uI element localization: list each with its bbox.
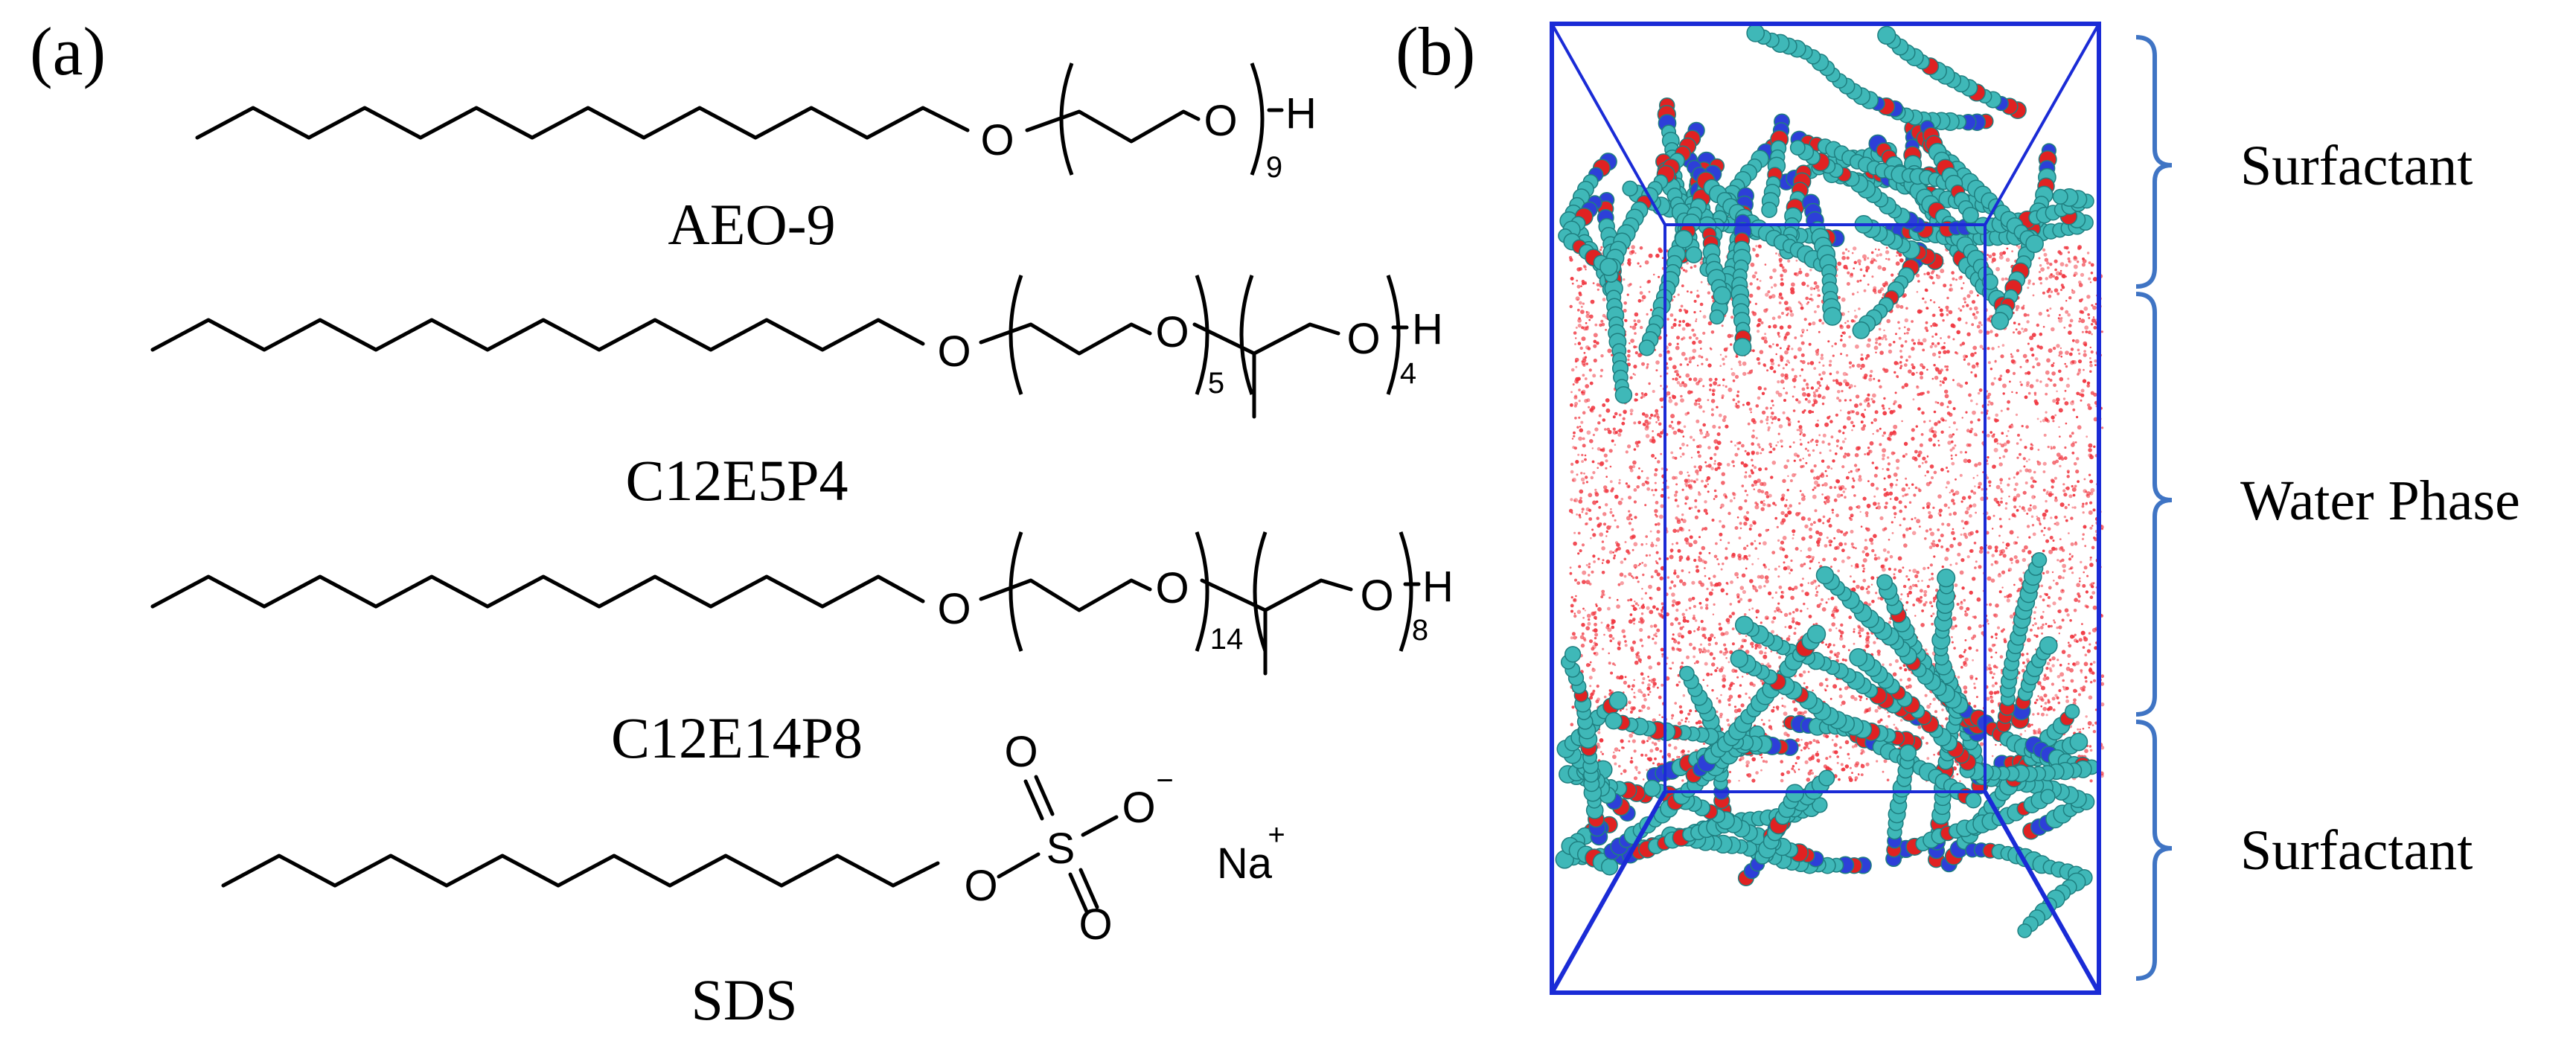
label-surfactant-bottom: Surfactant: [2240, 819, 2473, 882]
aeo9-ethoxy-unit: [1025, 109, 1201, 144]
c12e5p4-oxygen-3: O: [1346, 315, 1380, 363]
c12e14p8-paren-2-open: [1253, 531, 1268, 652]
sds-o-s-bond: [997, 852, 1041, 879]
c12e14p8-po-count: 8: [1412, 614, 1428, 647]
c12e5p4-paren-2-close: [1386, 275, 1401, 395]
aeo9-alkyl-chain: [195, 106, 970, 140]
c12e14p8-paren-1-close: [1195, 531, 1209, 652]
molecule-sds: O S O O − O Na + SDS: [221, 728, 1285, 1032]
box-edge-bottom-right: [1983, 790, 2101, 994]
aeo9-oxygen-1: O: [980, 116, 1014, 164]
sds-plus-charge: +: [1268, 819, 1285, 851]
box-edge-top-right: [1984, 23, 2100, 225]
label-water-phase: Water Phase: [2240, 470, 2520, 532]
surfactant-layer-top: [1558, 24, 2094, 404]
water-phase-particles: [1568, 243, 2105, 784]
c12e14p8-propoxy-unit: [1200, 578, 1353, 612]
sds-s-o-double-1b: [1034, 775, 1055, 816]
sds-s-o-double-1a: [1023, 779, 1044, 821]
panel-b: (b) Surfactant Water Phase Surfactant: [1396, 13, 2520, 995]
c12e5p4-paren-1-open: [1009, 275, 1023, 395]
brace-surfactant-top: [2135, 35, 2173, 289]
sds-caption: SDS: [691, 967, 797, 1032]
c12e5p4-oxygen-2: O: [1155, 308, 1189, 356]
c12e5p4-propoxy-unit: [1192, 322, 1340, 356]
sds-s-o-double-2b: [1078, 868, 1099, 909]
brace-water-phase: [2135, 292, 2173, 717]
c12e5p4-paren-1-close: [1195, 275, 1209, 395]
sds-oxygen-anion: O: [1122, 784, 1155, 832]
c12e14p8-alkyl-chain: [150, 574, 925, 609]
brace-surfactant-bottom: [2135, 720, 2173, 981]
c12e14p8-hydrogen: H: [1422, 563, 1454, 611]
sds-minus-charge: −: [1156, 764, 1173, 797]
molecule-c12e14p8: O O 14 O H 8 C12E14P8: [150, 531, 1454, 770]
sds-oxygen-top: O: [1004, 728, 1038, 776]
c12e5p4-hydrogen: H: [1412, 305, 1443, 353]
region-annotations: Surfactant Water Phase Surfactant: [2135, 35, 2520, 981]
aeo9-oxygen-2: O: [1204, 97, 1237, 145]
sds-s-o-double-2a: [1068, 872, 1089, 914]
surfactant-layer-bottom: [1555, 552, 2100, 938]
c12e14p8-ethoxy-unit: [979, 578, 1152, 612]
c12e14p8-oxygen-1: O: [937, 585, 971, 633]
c12e14p8-oxygen-3: O: [1360, 571, 1393, 620]
c12e5p4-paren-2-open: [1239, 275, 1254, 395]
box-edge-bottom-left: [1550, 790, 1667, 994]
c12e5p4-po-count: 4: [1400, 357, 1416, 390]
box-front-face: [1550, 22, 2101, 995]
c12e5p4-ethoxy-unit: [979, 322, 1152, 356]
aeo9-caption: AEO-9: [668, 192, 835, 257]
panel-b-label: (b): [1396, 13, 1475, 89]
aeo9-repeat-count: 9: [1266, 151, 1282, 184]
c12e14p8-paren-2-close: [1399, 531, 1413, 652]
box-edge-top-left: [1550, 23, 1666, 225]
c12e5p4-oxygen-1: O: [937, 327, 971, 376]
sds-oxygen-bottom: O: [1078, 900, 1112, 949]
aeo9-paren-close: [1250, 63, 1265, 176]
sds-sodium: Na: [1217, 839, 1273, 888]
box-back-face: [1663, 223, 1987, 793]
aeo9-hydrogen: H: [1285, 89, 1317, 138]
c12e5p4-eo-count: 5: [1208, 367, 1224, 400]
molecule-c12e5p4: O O 5 O H 4 C12E5P4: [150, 275, 1443, 513]
c12e5p4-alkyl-chain: [150, 318, 925, 352]
sds-s-o-single: [1081, 815, 1119, 837]
c12e14p8-caption: C12E14P8: [611, 705, 863, 770]
c12e14p8-paren-1-open: [1009, 531, 1023, 652]
panel-a-label: (a): [30, 13, 106, 89]
simulation-box: [1550, 22, 2101, 995]
c12e14p8-eo-count: 14: [1210, 623, 1244, 656]
sds-oxygen-ester: O: [964, 862, 997, 910]
sds-sulfur: S: [1046, 825, 1076, 873]
c12e5p4-caption: C12E5P4: [625, 448, 848, 513]
sds-alkyl-chain: [221, 854, 940, 888]
molecule-aeo9: O O H 9 AEO-9: [195, 63, 1317, 257]
c12e14p8-oxygen-2: O: [1155, 564, 1189, 612]
panel-a: (a) O O H 9 AEO-9 O O 5 O: [30, 13, 1454, 1032]
label-surfactant-top: Surfactant: [2240, 135, 2473, 197]
